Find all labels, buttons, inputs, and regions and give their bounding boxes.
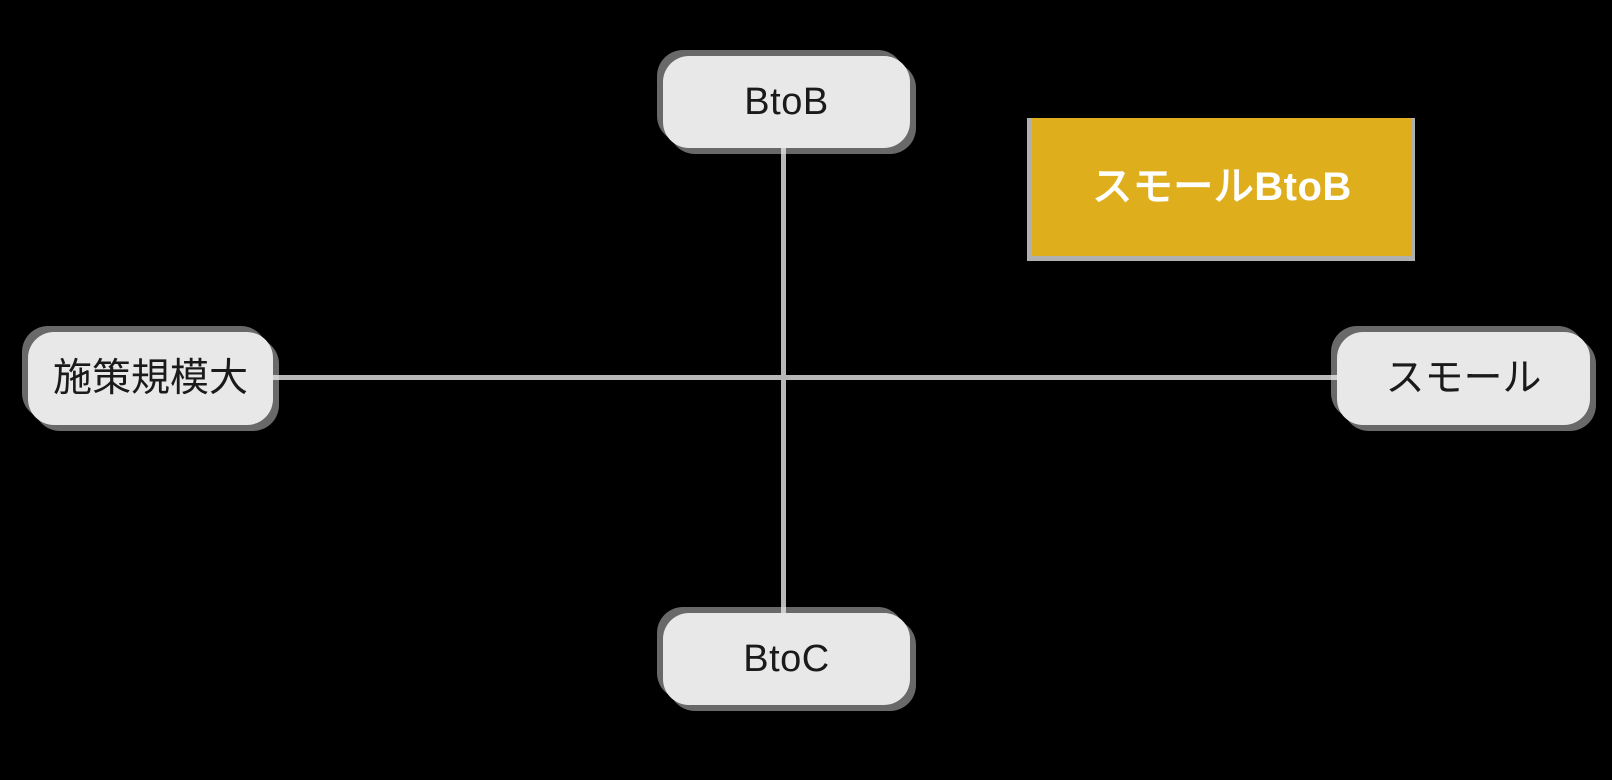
axis-label-small-text: スモール xyxy=(1385,357,1542,400)
axis-label-large-scale: 施策規模大 xyxy=(28,332,273,425)
axis-label-btob: BtoB xyxy=(663,56,910,148)
axis-label-btoc: BtoC xyxy=(663,613,910,705)
callout-small-btob-text: スモールBtoB xyxy=(1092,165,1352,209)
axis-label-large-scale-text: 施策規模大 xyxy=(52,357,248,400)
horizontal-axis-line xyxy=(265,375,1345,380)
vertical-axis-line xyxy=(781,146,786,620)
axis-label-btob-text: BtoB xyxy=(744,81,829,123)
axis-label-btoc-text: BtoC xyxy=(743,638,830,680)
axis-label-small: スモール xyxy=(1337,332,1590,425)
callout-small-btob: スモールBtoB xyxy=(1027,118,1415,261)
